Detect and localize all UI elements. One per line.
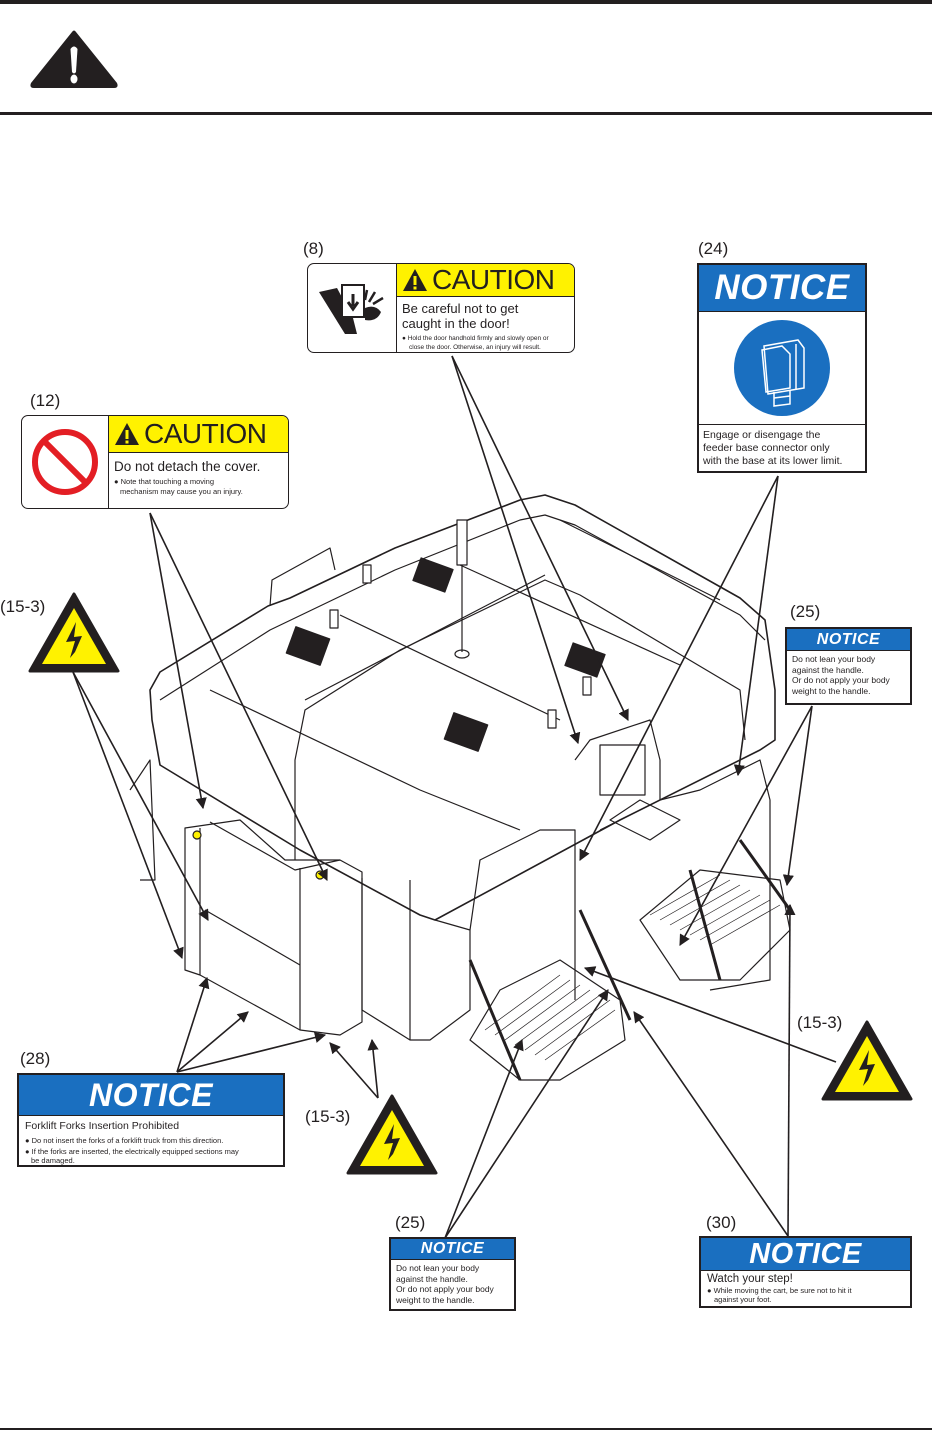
label-bullet: against your foot. [714, 1295, 772, 1304]
connector-icon [699, 312, 865, 425]
label-text-line: with the base at its lower limit. [703, 455, 843, 467]
label-message: Do not detach the cover. [114, 459, 261, 474]
label-text-line: Or do not apply your body [792, 675, 890, 685]
label-ref-8: (8) [303, 239, 324, 258]
label-message-line: caught in the door! [402, 316, 510, 331]
label-ref-25: (25) [790, 602, 821, 621]
signal-word: NOTICE [699, 265, 865, 312]
prohibition-icon [22, 416, 109, 508]
label-note-line: mechanism may cause you an injury. [120, 487, 243, 496]
label-ref-15-3: (15-3) [797, 1013, 843, 1032]
label-note-line: ● Hold the door handhold firmly and slow… [402, 335, 549, 342]
notice-label-handle: NOTICE Do not lean your body against the… [785, 627, 912, 705]
label-text-line: Or do not apply your body [396, 1284, 494, 1294]
signal-word: CAUTION [144, 418, 267, 449]
high-voltage-icon [28, 592, 120, 679]
notice-label-forklift: NOTICE Forklift Forks Insertion Prohibit… [17, 1073, 285, 1167]
label-text-line: feeder base connector only [703, 442, 830, 454]
label-ref-15-3: (15-3) [305, 1107, 351, 1126]
label-ref-15-3: (15-3) [0, 597, 46, 616]
hand-pinch-door-icon [308, 264, 397, 352]
label-message-line: Be careful not to get [402, 301, 519, 316]
label-ref-25: (25) [395, 1213, 426, 1232]
notice-label-feeder-connector: NOTICE Engage or disengage the feeder ba… [697, 263, 867, 473]
label-note-line: ● Note that touching a moving [114, 477, 215, 486]
label-bullet: ● If the forks are inserted, the electri… [25, 1147, 239, 1156]
label-ref-24: (24) [698, 239, 729, 258]
label-text-line: Do not lean your body [792, 654, 876, 664]
caution-triangle-icon [115, 423, 139, 445]
notice-label-handle: NOTICE Do not lean your body against the… [389, 1237, 516, 1311]
label-note-line: close the door. Otherwise, an injury wil… [409, 344, 541, 351]
label-title: Watch your step! [707, 1273, 793, 1285]
label-bullet: ● Do not insert the forks of a forklift … [25, 1136, 224, 1145]
notice-label-watch-step: NOTICE Watch your step! ● While moving t… [699, 1236, 912, 1308]
label-text-line: against the handle. [792, 664, 864, 675]
signal-word: NOTICE [391, 1239, 514, 1260]
label-bullet: ● While moving the cart, be sure not to … [707, 1286, 852, 1295]
label-title: Forklift Forks Insertion Prohibited [25, 1120, 180, 1132]
header-bottom-rule [0, 112, 932, 115]
label-text-line: against the handle. [396, 1273, 468, 1284]
label-ref-30: (30) [706, 1213, 737, 1232]
label-ref-28: (28) [20, 1049, 51, 1068]
signal-word: NOTICE [19, 1075, 283, 1116]
signal-word: CAUTION [432, 264, 555, 295]
label-text-line: Engage or disengage the [703, 429, 821, 441]
caution-label-cover: CAUTION Do not detach the cover. ● Note … [21, 415, 289, 509]
footer-rule [0, 1428, 932, 1430]
label-text-line: weight to the handle. [792, 685, 871, 696]
high-voltage-icon [346, 1094, 438, 1181]
label-text-line: weight to the handle. [396, 1294, 475, 1305]
label-ref-12: (12) [30, 391, 61, 410]
caution-triangle-icon [403, 269, 427, 291]
top-rule [0, 0, 932, 4]
warning-triangle-icon [28, 30, 120, 95]
signal-word: NOTICE [701, 1238, 910, 1271]
label-text-line: Do not lean your body [396, 1263, 480, 1273]
signal-word: NOTICE [787, 629, 910, 651]
label-bullet: be damaged. [31, 1156, 75, 1165]
caution-label-door: CAUTION Be careful not to get caught in … [307, 263, 575, 353]
high-voltage-icon [821, 1020, 913, 1107]
